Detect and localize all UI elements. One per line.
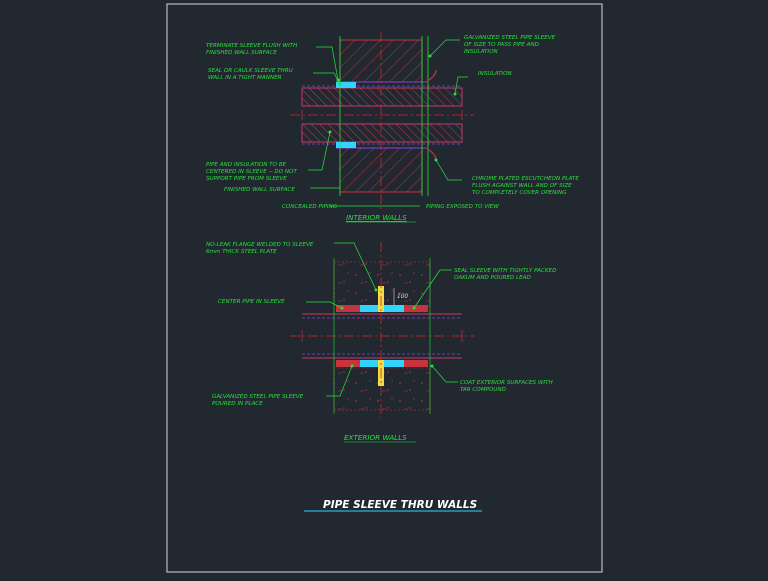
label-seal-caulk: SEAL OR CAULK SLEEVE THRU	[208, 68, 293, 74]
label-galv-sleeve: GALVANIZED STEEL PIPE SLEEVE	[464, 35, 556, 41]
label-pipe-insulation-3: SUPPORT PIPE FROM SLEEVE	[206, 176, 287, 182]
leader-dot	[434, 158, 438, 162]
leader-dot	[340, 306, 344, 310]
label-galv-poured: GALVANIZED STEEL PIPE SLEEVE	[212, 394, 304, 400]
label-chrome-escutcheon-2: FLUSH AGAINST WALL AND OF SIZE	[472, 183, 572, 189]
sheet-border	[166, 3, 603, 573]
label-seal-oakum: SEAL SLEEVE WITH TIGHTLY PACKED	[454, 268, 557, 274]
label-seal-caulk-2: WALL IN A TIGHT MANNER	[208, 75, 282, 81]
label-finished-wall: FINISHED WALL SURFACE	[224, 187, 295, 193]
label-exposed-piping: PIPING EXPOSED TO VIEW	[426, 204, 499, 210]
label-no-leak-flange: NO-LEAK FLANGE WELDED TO SLEEVE	[206, 242, 314, 248]
interior-seal-bottom	[336, 142, 356, 148]
label-concealed-piping: CONCEALED PIPING	[282, 204, 338, 210]
interior-pipe-top-insulation	[301, 87, 463, 107]
interior-escutcheon-upper	[425, 69, 437, 83]
label-no-leak-flange-2: 6mm THICK STEEL PLATE	[206, 249, 277, 255]
label-pipe-insulation-2: CENTERED IN SLEEVE -- DO NOT	[206, 169, 297, 175]
label-terminate-sleeve-2: FINISHED WALL SURFACE	[206, 50, 277, 56]
exterior-sleeve-lower-right	[404, 360, 428, 367]
label-galv-poured-2: POURED IN PLACE	[212, 401, 263, 407]
exterior-wall-detail: 100 NO-LEAK FLANGE WELDED TO SLEEVE 6mm …	[206, 242, 557, 443]
leader-dot	[336, 78, 340, 82]
label-coat-exterior-2: TAR COMPOUND	[460, 387, 507, 393]
exterior-leaders	[306, 242, 458, 397]
leader-dot	[338, 82, 342, 86]
exterior-sleeve-upper-right	[404, 305, 428, 312]
label-chrome-escutcheon-3: TO COMPLETELY COVER OPENING	[472, 190, 567, 196]
leader-dot	[453, 92, 457, 96]
label-coat-exterior: COAT EXTERIOR SURFACES WITH	[460, 380, 553, 386]
exterior-walls-title: EXTERIOR WALLS	[344, 433, 407, 442]
label-center-pipe: CENTER PIPE IN SLEEVE	[218, 299, 285, 305]
label-galv-sleeve-3: INSULATION	[464, 49, 498, 55]
exterior-sleeve-upper-left	[336, 305, 360, 312]
leader-dot	[350, 364, 354, 368]
exterior-sleeve-lower-left	[336, 360, 360, 367]
label-seal-oakum-2: OAKUM AND POURED LEAD	[454, 275, 531, 281]
leader-dot	[328, 130, 332, 134]
dimension-text: 100	[397, 294, 408, 300]
label-insulation: INSULATION	[478, 71, 512, 77]
label-galv-sleeve-2: OF SIZE TO PASS PIPE AND	[464, 42, 540, 48]
interior-wall-detail: TERMINATE SLEEVE FLUSH WITH FINISHED WAL…	[206, 32, 579, 223]
leader-dot	[412, 306, 416, 310]
interior-pipe-bottom-insulation	[301, 123, 463, 143]
interior-walls-title: INTERIOR WALLS	[346, 213, 407, 222]
label-chrome-escutcheon: CHROME PLATED ESCUTCHEON PLATE	[472, 176, 579, 182]
label-pipe-insulation: PIPE AND INSULATION TO BE	[206, 162, 287, 168]
sheet-title: PIPE SLEEVE THRU WALLS	[323, 499, 477, 511]
leader-dot	[374, 288, 378, 292]
interior-seal-top	[336, 82, 356, 88]
label-terminate-sleeve: TERMINATE SLEEVE FLUSH WITH	[206, 43, 298, 49]
leader-dot	[428, 54, 432, 58]
leader-dot	[430, 364, 434, 368]
interior-escutcheon-lower	[425, 147, 437, 161]
